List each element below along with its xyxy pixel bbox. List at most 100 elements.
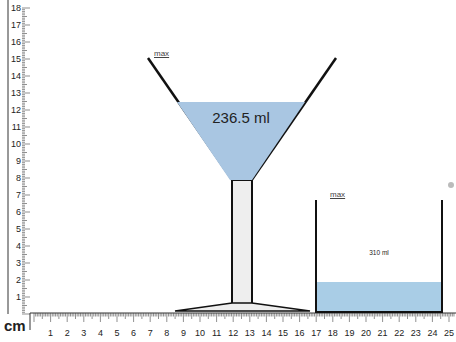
tick: [342, 313, 343, 317]
tick: [22, 184, 25, 185]
tick: [22, 103, 25, 104]
ruler-number: 1: [16, 293, 21, 302]
beaker-wall: [316, 200, 442, 312]
tick: [22, 288, 27, 289]
ruler-number: 1: [48, 329, 53, 338]
tick: [271, 313, 272, 317]
tick: [130, 313, 131, 317]
tick: [390, 313, 391, 319]
tick: [42, 313, 43, 319]
tick: [374, 313, 375, 319]
tick: [22, 23, 25, 24]
tick: [22, 118, 27, 119]
tick: [258, 313, 259, 319]
tick: [22, 84, 27, 85]
tick: [269, 313, 270, 317]
ruler-number: 4: [98, 329, 103, 338]
tick: [321, 313, 322, 317]
tick: [291, 313, 292, 319]
tick: [22, 215, 25, 216]
tick: [236, 313, 237, 317]
vertical-ruler: [8, 0, 30, 314]
tick: [22, 13, 25, 14]
ruler-ticks: [22, 8, 30, 314]
tick: [359, 313, 360, 317]
tick: [385, 313, 386, 317]
ruler-number: 6: [16, 208, 21, 217]
tick: [387, 313, 388, 317]
tick: [22, 8, 30, 9]
tick: [22, 290, 25, 291]
tick: [110, 313, 111, 317]
tick: [22, 242, 25, 243]
liquid-fill: [177, 102, 305, 180]
tick: [22, 257, 25, 258]
tick: [22, 161, 30, 162]
ruler-number: 6: [131, 329, 136, 338]
tick: [254, 313, 255, 317]
tick: [22, 144, 30, 145]
tick: [34, 313, 35, 322]
tick: [22, 11, 25, 12]
tick: [22, 108, 25, 109]
tick: [234, 313, 235, 317]
tick: [399, 313, 400, 322]
tick: [405, 313, 406, 317]
tick: [22, 74, 25, 75]
tick: [339, 313, 340, 317]
tick: [22, 166, 25, 167]
tick: [367, 313, 368, 317]
tick: [196, 313, 197, 317]
tick: [22, 162, 25, 163]
tick: [304, 313, 305, 317]
tick: [140, 313, 141, 317]
tick: [131, 313, 132, 317]
tick: [22, 96, 25, 97]
tick: [445, 313, 446, 317]
tick: [224, 313, 225, 319]
tick: [55, 313, 56, 317]
tick: [22, 36, 25, 37]
tick: [414, 313, 415, 317]
tick: [394, 313, 395, 317]
tick: [22, 121, 25, 122]
tick: [126, 313, 127, 317]
tick: [22, 21, 25, 22]
ruler-number: 8: [164, 329, 169, 338]
tick: [22, 308, 25, 309]
tick: [22, 252, 25, 253]
tick: [223, 313, 224, 317]
ruler-number: 11: [212, 329, 221, 338]
tick: [22, 47, 25, 48]
tick: [22, 111, 25, 112]
tick: [97, 313, 98, 317]
tick: [22, 302, 25, 303]
tick: [332, 313, 333, 322]
tick: [233, 313, 234, 322]
tick: [22, 281, 25, 282]
tick: [22, 172, 25, 173]
ruler-number: 16: [295, 329, 305, 338]
tick: [125, 313, 126, 319]
tick: [22, 196, 25, 197]
tick: [118, 313, 119, 317]
tick: [90, 313, 91, 317]
tick: [180, 313, 181, 317]
ruler-number: 10: [195, 329, 205, 338]
tick: [22, 76, 30, 77]
ruler-number: 15: [278, 329, 288, 338]
tick: [22, 19, 25, 20]
tick: [22, 297, 30, 298]
tick: [219, 313, 220, 317]
tick: [22, 305, 27, 306]
tick: [278, 313, 279, 317]
tick: [22, 159, 25, 160]
tick: [364, 313, 365, 317]
ruler-number: 18: [11, 4, 21, 13]
tick: [22, 179, 25, 180]
tick: [38, 313, 39, 317]
tick: [22, 227, 25, 228]
tick: [181, 313, 182, 317]
ruler-edge: [30, 313, 31, 330]
tick: [231, 313, 232, 317]
